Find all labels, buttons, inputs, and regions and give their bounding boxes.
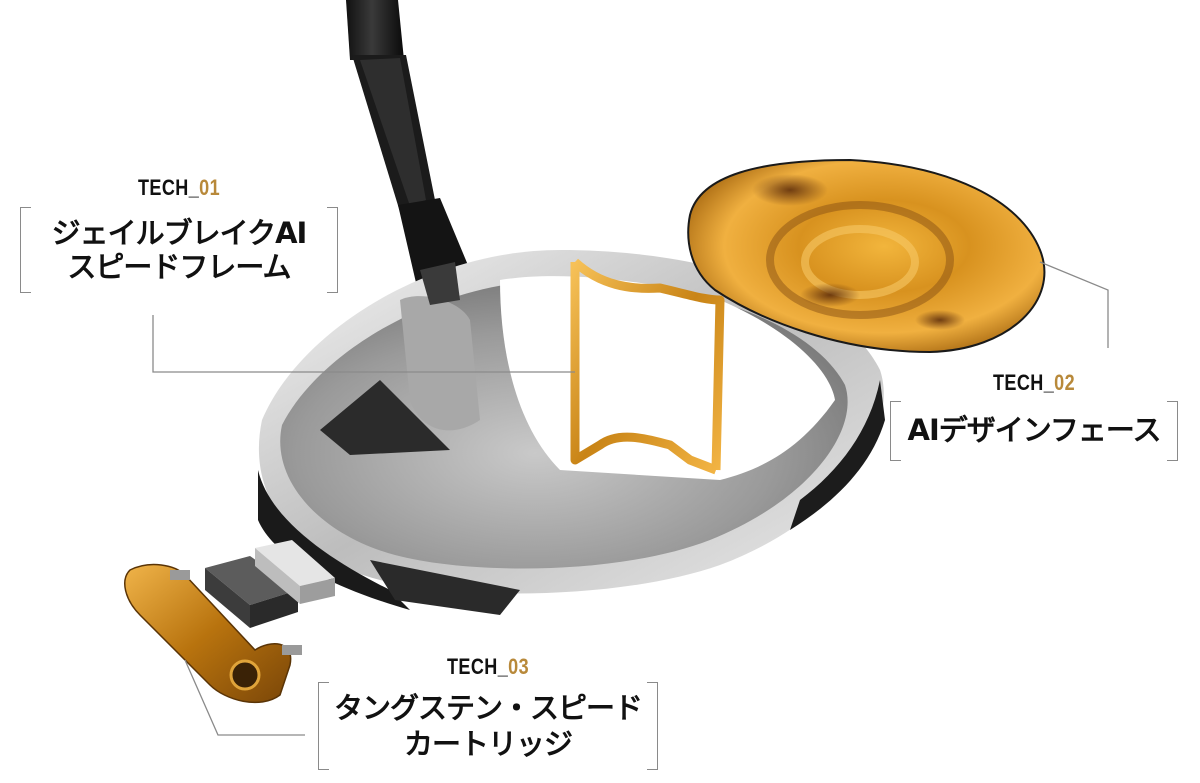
callout-tech-02: TECH_02 AIデザインフェース [890,370,1178,461]
speed-frame [570,258,725,475]
callout-tech-01: TECH_01 ジェイルブレイクAI スピードフレーム [20,175,338,293]
tech-prefix: TECH_ [992,370,1055,395]
callout-tech-03: TECH_03 タングステン・スピード カートリッジ [318,654,658,770]
tech-label: TECH_02 [916,370,1152,396]
title-frame: タングステン・スピード カートリッジ [318,682,658,770]
ai-face [687,158,1046,354]
callout-title-line: カートリッジ [403,727,573,761]
leader-line-tech02 [1039,261,1109,348]
leader-lines [152,261,1109,736]
title-frame: ジェイルブレイクAI スピードフレーム [20,207,338,293]
title-frame: AIデザインフェース [890,401,1178,461]
callout-title-line: スピードフレーム [67,250,291,284]
tech-label: TECH_03 [349,654,628,680]
tech-label: TECH_01 [49,175,310,201]
tech-number: 03 [508,654,530,679]
tech-prefix: TECH_ [446,654,509,679]
callout-title-line: AIデザインフェース [907,413,1162,447]
leader-line-tech03 [184,659,305,736]
tech-number: 02 [1054,370,1076,395]
leader-line-tech01 [152,315,575,373]
speed-cartridge [124,540,335,704]
tech-prefix: TECH_ [137,175,200,200]
tech-number: 01 [199,175,221,200]
callout-title-line: タングステン・スピード [333,691,643,725]
callout-title-line: ジェイルブレイクAI [51,216,308,250]
